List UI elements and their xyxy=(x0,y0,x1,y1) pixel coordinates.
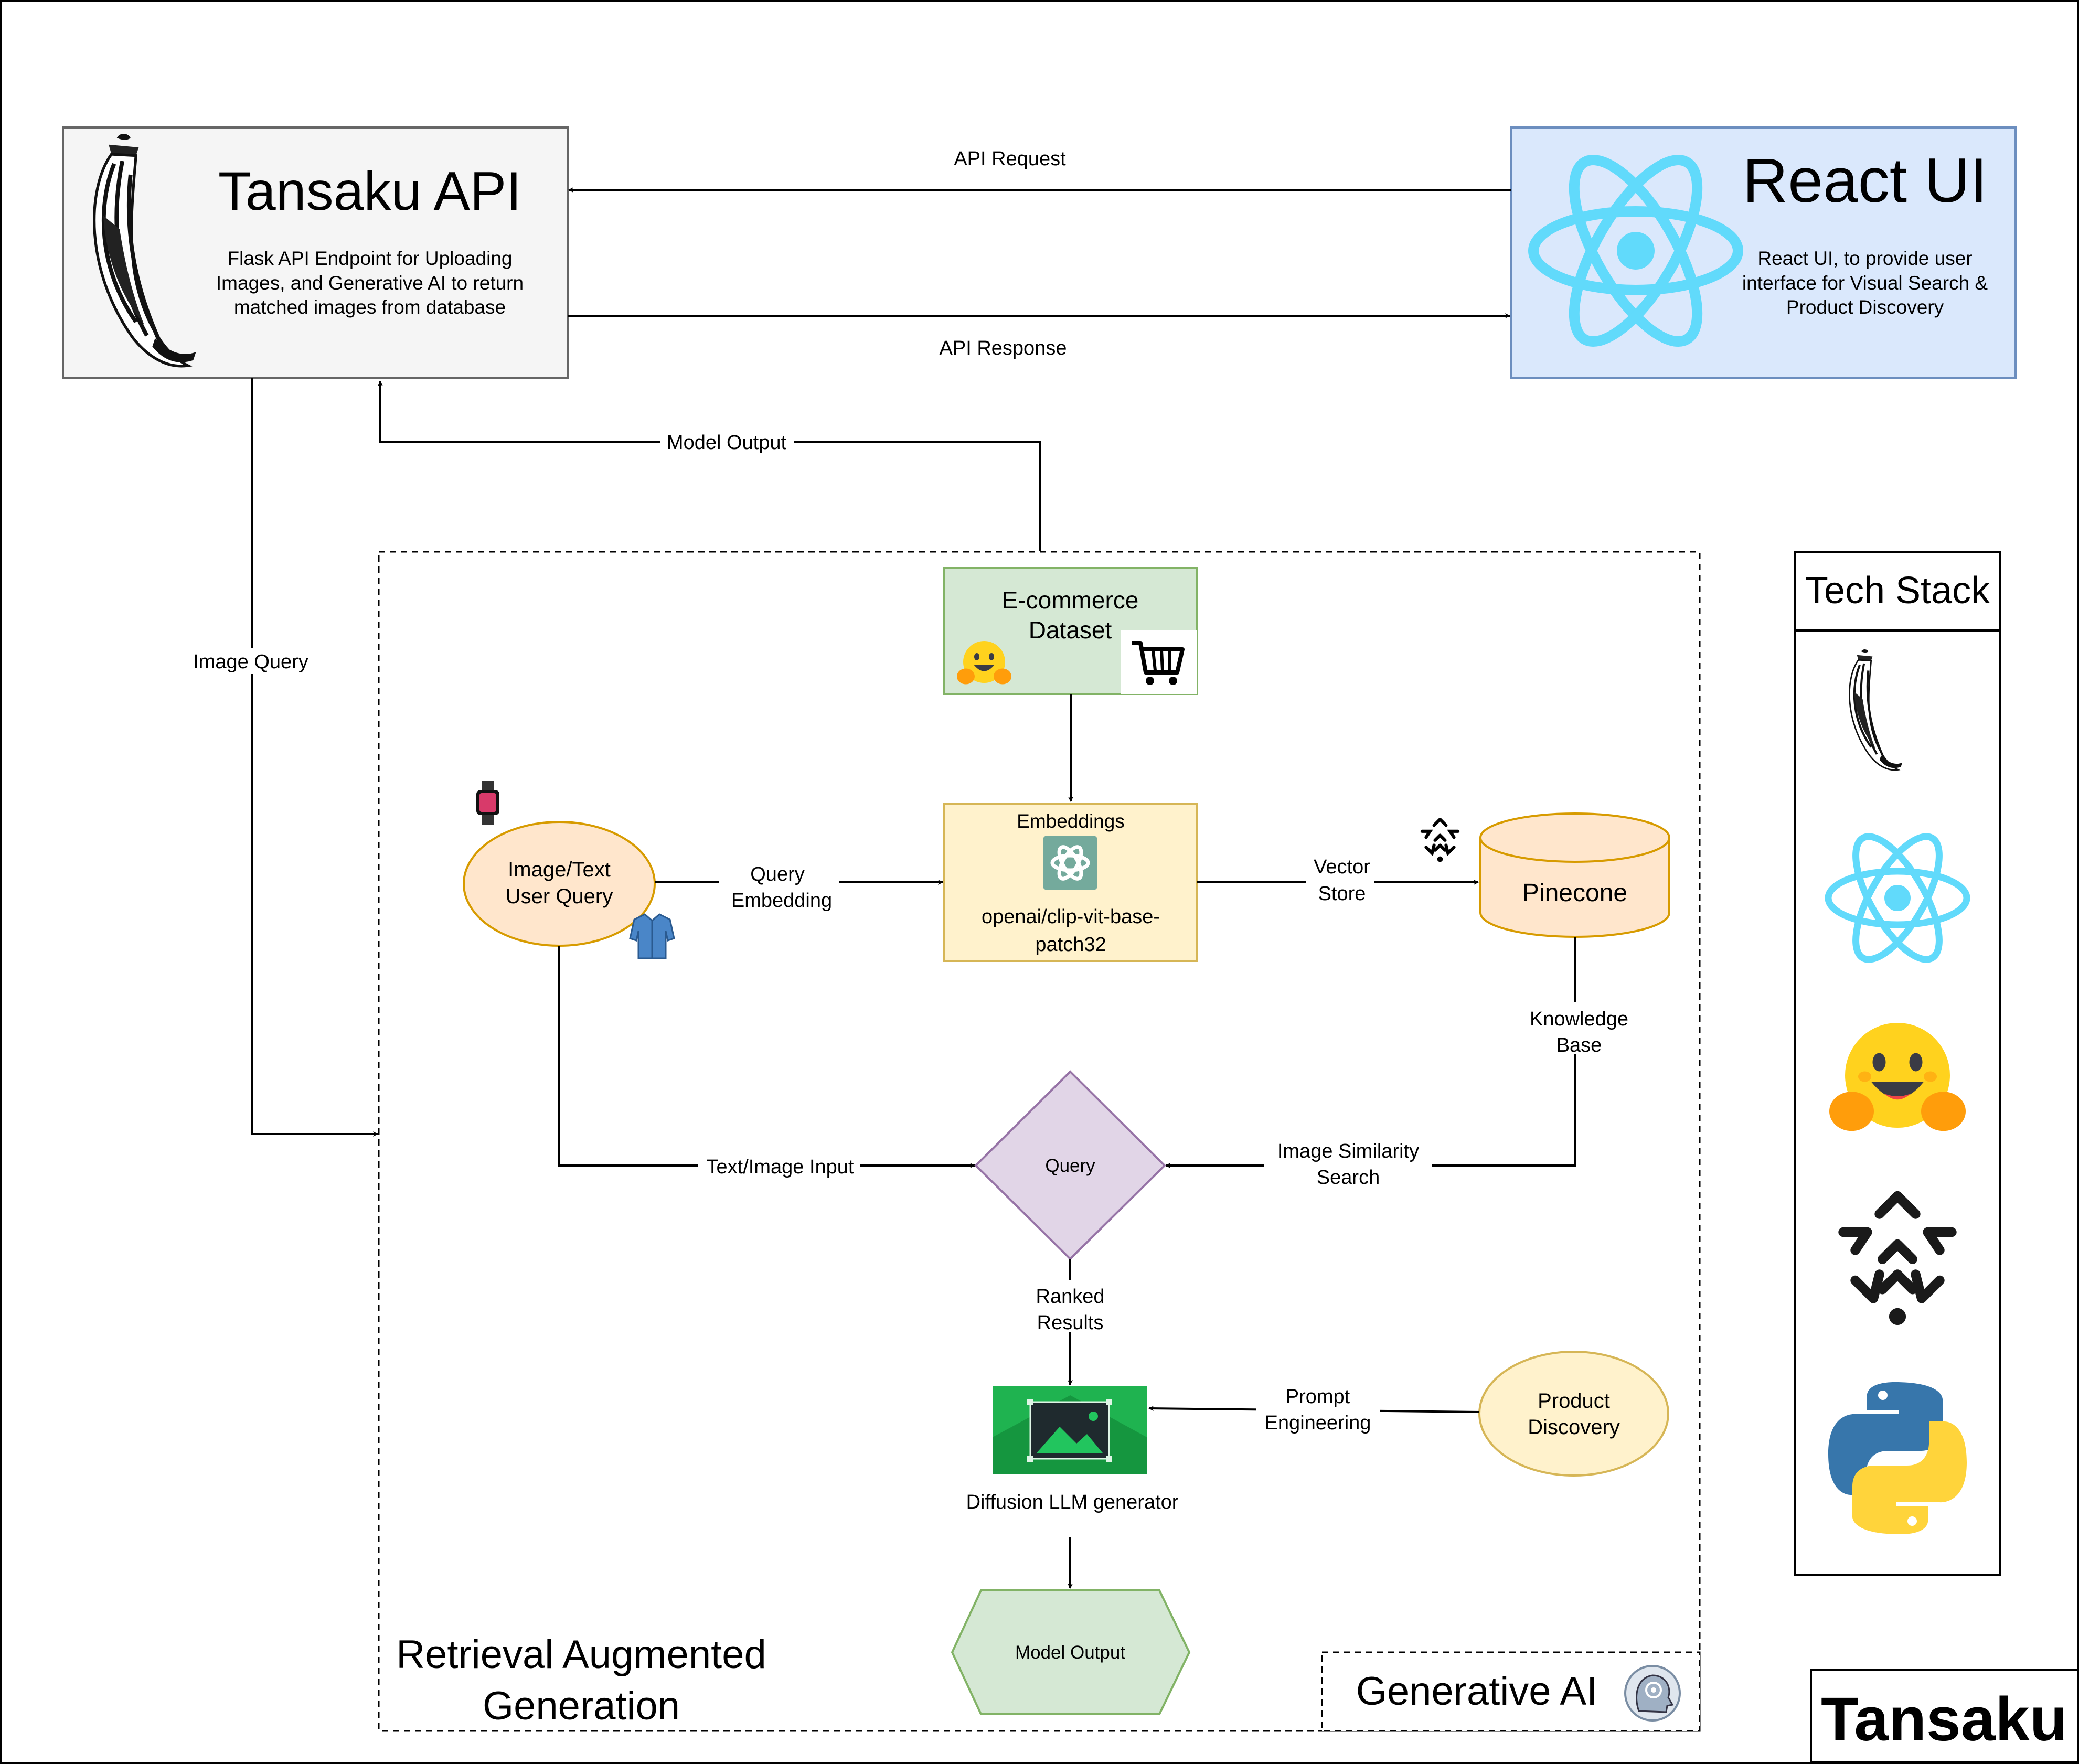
hugging-face-icon xyxy=(957,641,1011,685)
pinecone-small-icon xyxy=(1420,817,1460,862)
product-discovery-line-1: Product xyxy=(1538,1389,1610,1413)
hugging-face-icon xyxy=(1829,1023,1966,1131)
react-desc-line-1: React UI, to provide user xyxy=(1757,248,1972,269)
api-desc-line-3: matched images from database xyxy=(234,296,506,318)
ecommerce-line-2: Dataset xyxy=(1029,616,1112,644)
user-query-line-1: Image/Text xyxy=(508,858,611,881)
image-similarity-line-1: Image Similarity xyxy=(1277,1140,1419,1162)
flask-horn-icon xyxy=(1849,649,1903,771)
user-query-line-2: User Query xyxy=(506,885,613,908)
product-discovery-node: Product Discovery xyxy=(1478,1351,1669,1477)
react-atom-icon xyxy=(1528,155,1743,347)
pinecone-node: Pinecone xyxy=(1479,812,1670,938)
model-output-label: Model Output xyxy=(1015,1642,1125,1663)
ranked-results-line-2: Results xyxy=(1037,1312,1104,1334)
rag-container xyxy=(378,551,1701,1732)
react-ui-box: React UI React UI, to provide user inter… xyxy=(1510,126,2017,379)
query-embedding-line-2: Embedding xyxy=(731,890,832,912)
ai-head-icon xyxy=(1624,1665,1681,1722)
query-embedding-line-1: Query xyxy=(750,863,804,885)
pinecone-label: Pinecone xyxy=(1522,879,1627,907)
react-title: React UI xyxy=(1743,145,1988,216)
react-atom-icon xyxy=(1825,833,1970,963)
tech-stack-panel: Tech Stack xyxy=(1794,551,2001,1576)
python-icon xyxy=(1828,1382,1967,1534)
embeddings-model-line-1: openai/clip-vit-base- xyxy=(982,906,1160,928)
diffusion-generator-node: Diffusion LLM generator xyxy=(966,1386,1179,1513)
smartwatch-icon xyxy=(476,781,499,825)
user-query-node: Image/Text User Query xyxy=(463,821,656,947)
api-desc-line-1: Flask API Endpoint for Uploading xyxy=(228,248,513,269)
model-output-edge-label: Model Output xyxy=(667,432,787,454)
model-output-node: Model Output xyxy=(951,1589,1191,1715)
brand-label: Tansaku xyxy=(1821,1685,2067,1754)
react-desc-line-2: interface for Visual Search & xyxy=(1742,272,1988,294)
product-discovery-line-2: Discovery xyxy=(1528,1416,1620,1439)
api-title: Tansaku API xyxy=(218,161,521,222)
shopping-cart-icon xyxy=(1132,641,1185,685)
api-response-label: API Response xyxy=(940,337,1067,359)
embeddings-node: Embeddings openai/clip-vit-base- patch32 xyxy=(943,803,1198,962)
flask-horn-icon xyxy=(93,134,196,368)
image-query-arrow xyxy=(251,378,378,1137)
query-label: Query xyxy=(1045,1156,1095,1176)
generative-ai-label: Generative AI xyxy=(1356,1669,1598,1714)
openai-icon xyxy=(1043,836,1097,890)
generative-ai-box: Generative AI xyxy=(1321,1651,1701,1732)
shirt-icon xyxy=(629,913,675,959)
prompt-engineering-line-2: Engineering xyxy=(1265,1412,1371,1434)
api-desc-line-2: Images, and Generative AI to return xyxy=(216,272,524,294)
react-desc-line-3: Product Discovery xyxy=(1786,296,1944,318)
image-query-label: Image Query xyxy=(193,651,308,673)
text-image-input-label: Text/Image Input xyxy=(707,1156,854,1178)
tech-stack-title: Tech Stack xyxy=(1805,570,1990,612)
ecommerce-line-1: E-commerce xyxy=(1002,586,1139,614)
api-request-label: API Request xyxy=(954,148,1066,170)
image-similarity-line-2: Search xyxy=(1317,1167,1380,1189)
embeddings-model-line-2: patch32 xyxy=(1035,934,1106,956)
ecommerce-dataset-node: E-commerce Dataset xyxy=(943,567,1198,695)
knowledge-base-line-1: Knowledge xyxy=(1530,1008,1628,1030)
knowledge-base-line-2: Base xyxy=(1556,1034,1602,1056)
vector-store-line-2: Store xyxy=(1318,883,1366,905)
query-node: Query xyxy=(974,1070,1166,1260)
embeddings-title: Embeddings xyxy=(1017,810,1125,832)
diffusion-label: Diffusion LLM generator xyxy=(966,1491,1179,1513)
ranked-results-line-1: Ranked xyxy=(1036,1286,1105,1308)
rag-label-line-1: Retrieval Augmented xyxy=(396,1632,766,1677)
tansaku-api-box: Tansaku API Flask API Endpoint for Uploa… xyxy=(62,126,569,379)
brand-box: Tansaku xyxy=(1810,1669,2079,1763)
vector-store-line-1: Vector xyxy=(1314,856,1370,878)
pinecone-icon xyxy=(1838,1191,1957,1325)
rag-label-line-2: Generation xyxy=(483,1684,680,1728)
prompt-engineering-line-1: Prompt xyxy=(1286,1386,1350,1408)
